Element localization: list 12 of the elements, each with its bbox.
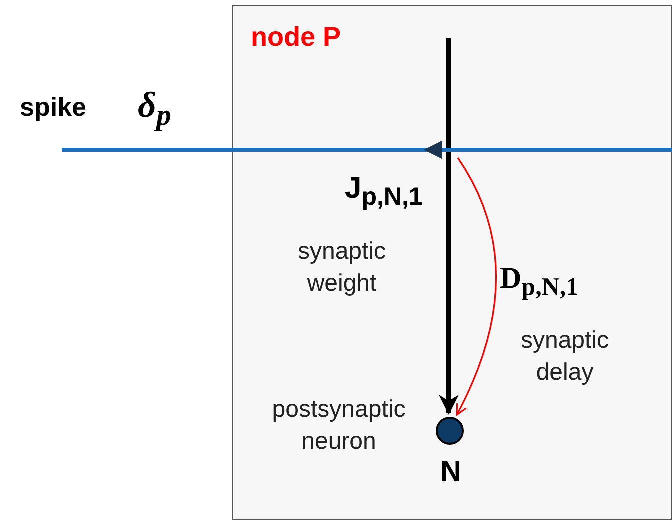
delay-symbol: D$_{p,N,1}$ — [500, 262, 579, 302]
weight-symbol: J$_{p,N,1}$ — [345, 172, 423, 212]
neuron-label: N — [440, 456, 462, 489]
weight-caption: synaptic weight — [296, 237, 388, 299]
spike-symbol: δ$_{p}$ — [138, 84, 172, 134]
region-title: node P — [251, 22, 342, 53]
arrow — [439, 38, 459, 415]
arrow — [456, 158, 498, 416]
delay-caption: synaptic delay — [520, 326, 610, 388]
neuron-caption: postsynaptic neuron — [271, 395, 407, 457]
region-box — [232, 5, 672, 520]
spike-label: spike — [20, 92, 86, 123]
